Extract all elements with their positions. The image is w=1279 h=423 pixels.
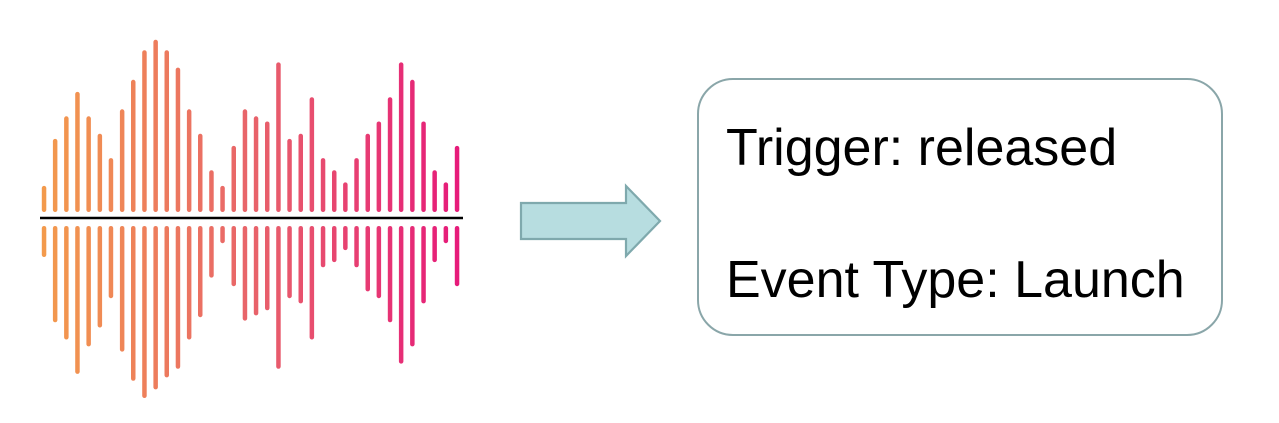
waveform-bar-lower: [410, 226, 415, 347]
waveform-bar-lower: [64, 226, 69, 340]
waveform-bar-upper: [153, 39, 158, 213]
waveform-bar-upper: [387, 97, 393, 212]
waveform-bar-upper: [97, 133, 103, 212]
waveform-bar-upper: [320, 158, 326, 212]
waveform-bar-upper: [432, 170, 437, 212]
waveform-bar-lower: [265, 226, 270, 311]
waveform-bar-lower: [86, 226, 91, 347]
waveform-bar-lower: [387, 226, 393, 323]
waveform-bar-lower: [52, 226, 58, 323]
waveform-bar-lower: [231, 226, 236, 287]
waveform-bar-lower: [454, 226, 460, 287]
waveform-bar-upper: [41, 185, 47, 212]
right-arrow-icon: [519, 183, 662, 259]
waveform-bar-upper: [131, 79, 136, 212]
waveform-bar-upper: [443, 182, 449, 212]
waveform-bar-upper: [354, 158, 359, 212]
waveform-bar-upper: [186, 109, 192, 212]
waveform-bar-upper: [276, 62, 281, 213]
waveform-bar-lower: [320, 226, 326, 268]
waveform-bar-lower: [153, 226, 158, 390]
waveform-bar-lower: [365, 226, 370, 292]
waveform-bar-upper: [365, 133, 370, 212]
waveform-bar-lower: [41, 226, 47, 257]
waveform-bar-lower: [343, 226, 348, 251]
waveform-bar-upper: [119, 109, 125, 212]
waveform-bar-upper: [164, 50, 169, 213]
waveform-bar-upper: [175, 67, 181, 212]
waveform-bar-upper: [298, 133, 303, 212]
waveform-bar-lower: [108, 226, 114, 299]
waveform-bar-lower: [198, 226, 203, 318]
waveform-bar-lower: [309, 226, 315, 340]
waveform-bar-lower: [432, 226, 437, 263]
waveform-bar-upper: [421, 121, 426, 212]
waveform-bar-lower: [209, 226, 214, 278]
waveform-bar-lower: [287, 226, 292, 299]
event-type-label: Event Type: Launch: [726, 251, 1185, 309]
waveform-bar-upper: [309, 97, 315, 212]
waveform-bar-lower: [131, 226, 136, 381]
result-box: Trigger: released Event Type: Launch: [697, 78, 1223, 336]
waveform-bar-lower: [242, 226, 248, 321]
waveform-bar-lower: [354, 226, 359, 268]
waveform-bar-lower: [142, 226, 147, 398]
waveform-bar-upper: [376, 121, 382, 212]
waveform-bar-upper: [75, 91, 80, 212]
waveform-bar-upper: [64, 116, 69, 212]
waveform-bar-upper: [242, 109, 248, 212]
waveform-bar-lower: [298, 226, 303, 304]
waveform-bar-upper: [410, 79, 415, 212]
waveform-bar-lower: [398, 226, 404, 364]
trigger-label: Trigger: released: [726, 119, 1118, 177]
waveform-bar-lower: [186, 226, 192, 340]
waveform-bar-upper: [253, 116, 259, 212]
waveform-bar-lower: [220, 226, 225, 244]
waveform-bar-upper: [209, 170, 214, 212]
waveform-bar-upper: [198, 133, 203, 212]
waveform-bar-upper: [86, 116, 91, 212]
waveform-bar-lower: [119, 226, 125, 352]
waveform-bar-upper: [231, 145, 236, 212]
waveform-bar-upper: [454, 145, 460, 212]
waveform-bar-upper: [220, 185, 225, 212]
waveform-bar-upper: [343, 182, 348, 212]
waveform-bar-upper: [108, 158, 114, 212]
waveform-bar-lower: [75, 226, 80, 374]
waveform-bar-upper: [265, 121, 270, 212]
waveform-bar-upper: [287, 138, 292, 212]
waveform-bar-lower: [276, 226, 281, 369]
waveform-bar-lower: [332, 226, 337, 263]
waveform-bar-lower: [376, 226, 382, 299]
waveform-bar-lower: [97, 226, 103, 328]
waveform-bar-lower: [164, 226, 169, 378]
waveform-bar-upper: [398, 62, 404, 213]
waveform-bar-upper: [142, 50, 147, 213]
waveform-bar-upper: [332, 170, 337, 212]
waveform-bar-lower: [253, 226, 259, 316]
waveform-bar-upper: [52, 138, 58, 212]
waveform-bar-lower: [175, 226, 181, 369]
waveform-bar-lower: [443, 226, 449, 244]
audio-waveform-icon: [40, 39, 463, 398]
waveform-bar-lower: [421, 226, 426, 304]
